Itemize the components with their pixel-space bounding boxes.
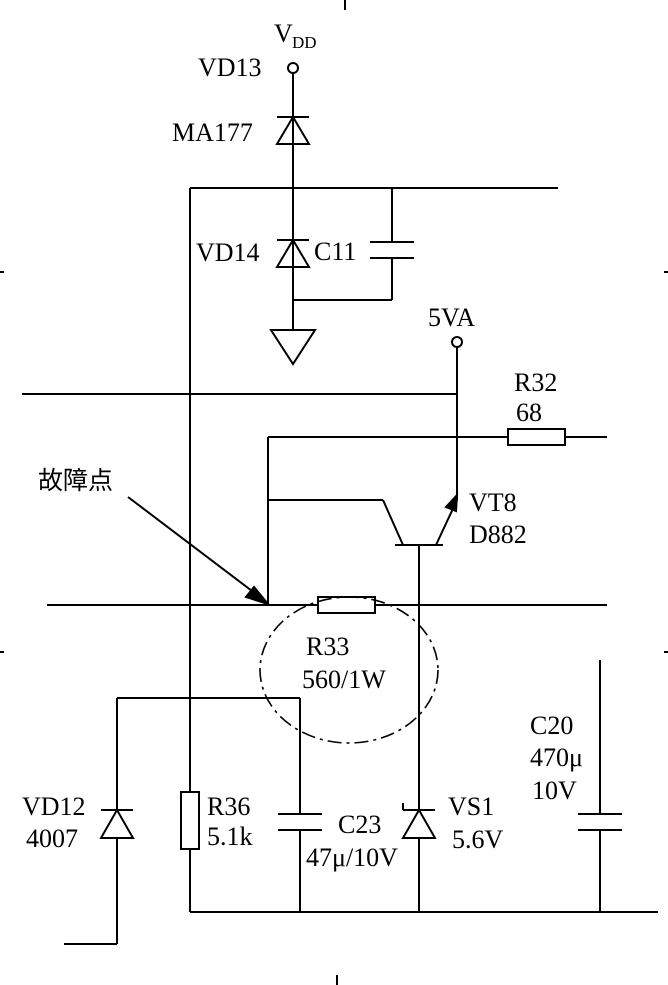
vd14-ref-label: VD14 <box>196 238 260 267</box>
vt8-transistor-symbol <box>382 492 459 546</box>
vd13-diode-symbol <box>275 115 311 145</box>
r32-value-label: 68 <box>516 398 542 427</box>
c23-ref-label: C23 <box>338 810 381 839</box>
c20-voltage-label: 10V <box>532 776 577 805</box>
vdd-terminal <box>287 62 299 74</box>
fault-point-label: 故障点 <box>38 466 113 495</box>
c20-value-label: 470μ <box>530 743 583 772</box>
fault-point-arrow <box>127 496 271 606</box>
r36-value-label: 5.1k <box>207 822 253 851</box>
c23-capacitor-symbol <box>278 698 322 912</box>
c23-value-label: 47μ/10V <box>306 843 398 872</box>
five-va-label: 5VA <box>428 303 475 332</box>
vd12-value-label: 4007 <box>26 824 78 853</box>
vs1-zener-symbol <box>401 545 437 912</box>
r33-resistor-symbol <box>47 596 607 614</box>
r32-resistor-symbol <box>268 428 607 446</box>
vd13-ref-label: VD13 <box>198 53 262 82</box>
vs1-value-label: 5.6V <box>452 825 504 854</box>
vd12-diode-symbol <box>64 697 300 945</box>
vd14-diode-symbol <box>275 238 311 268</box>
ground-symbol <box>269 300 317 366</box>
five-va-terminal <box>451 336 463 348</box>
r32-ref-label: R32 <box>514 368 557 397</box>
r33-ref-label: R33 <box>306 632 349 661</box>
vd13-value-label: MA177 <box>172 118 253 147</box>
c11-capacitor-symbol <box>370 188 414 300</box>
c20-ref-label: C20 <box>530 711 573 740</box>
c11-ref-label: C11 <box>314 237 356 266</box>
vd12-ref-label: VD12 <box>22 792 86 821</box>
vt8-ref-label: VT8 <box>469 488 517 517</box>
vdd-label-main: V <box>274 19 293 48</box>
r36-resistor-symbol <box>180 791 200 912</box>
r33-fault-highlight-circle <box>259 596 439 744</box>
vdd-label-subscript: DD <box>292 33 317 52</box>
vt8-value-label: D882 <box>469 520 527 549</box>
vs1-ref-label: VS1 <box>448 792 494 821</box>
r36-ref-label: R36 <box>207 792 250 821</box>
r33-value-label: 560/1W <box>302 665 386 694</box>
c20-capacitor-symbol <box>578 660 622 912</box>
